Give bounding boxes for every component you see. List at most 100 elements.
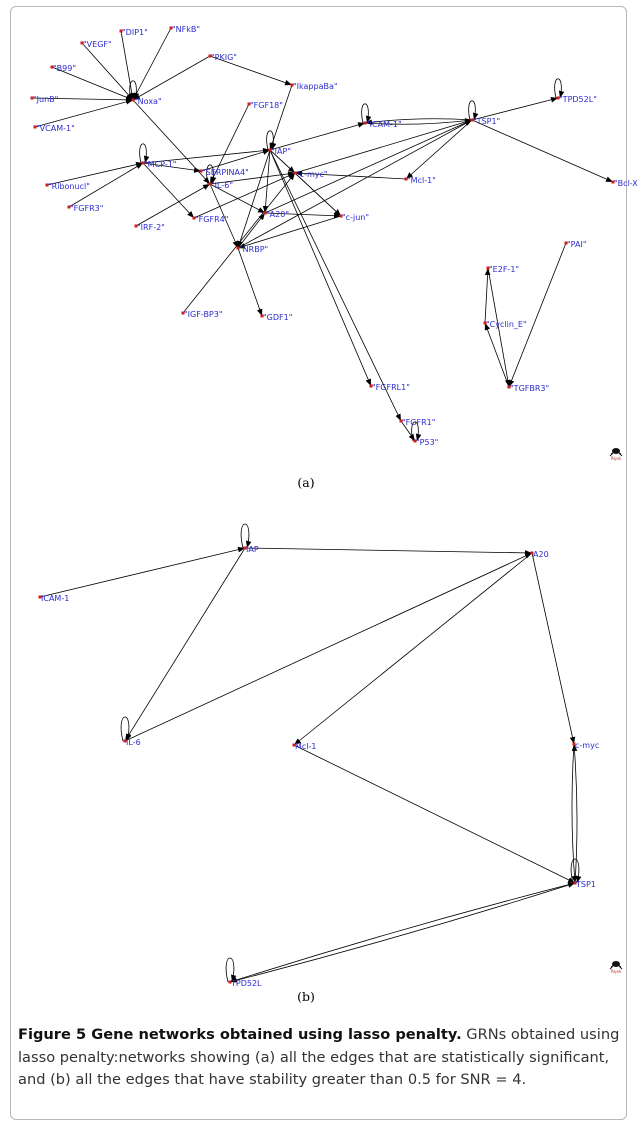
a-node-label: "GDF1" [263,313,292,322]
a-edge-iap-fgfr1 [269,149,402,422]
a-edge-nrbp-a20 [237,212,266,249]
a-node-e2f1: "E2F-1" [486,265,519,274]
b-node-label: IL-6 [126,738,141,747]
a-edge-cjun-nrbp [237,215,342,249]
caption-title: Figure 5 Gene networks obtained using la… [18,1026,462,1043]
pajek-logo-b: Pajek [609,961,623,974]
a-edge-cycline-e2f1 [484,267,491,324]
a-node-cycline: "Cyclin_E" [483,320,527,329]
a-node-iap: "IAP" [268,147,291,156]
b-edge-iap-il6 [124,547,246,742]
network-figure: "NFkB""DIP1""VEGF""B99""PKIG""JunB""Noxa… [30,25,637,1004]
a-node-vegf: "VEGF" [80,40,112,49]
a-node-marker [45,183,49,187]
a-edge-irf2-il6 [135,183,211,227]
b-node-marker [243,546,247,550]
a-node-label: "P53" [416,438,438,447]
a-node-marker [263,211,267,215]
a-node-label: "TSP1" [473,117,500,126]
a-node-marker [399,419,403,423]
a-node-fgfr3: "FGFR3" [67,204,103,213]
a-node-label: "Mcl-1" [407,176,436,185]
a-self-loop-iap [266,130,277,151]
a-node-marker [33,125,37,129]
a-edge-mcp1-serpina4 [142,162,202,173]
b-node-marker [573,881,577,885]
a-edge-e2f1-tgfbr3 [487,267,511,388]
a-node-marker [611,180,615,184]
a-edge-vegf-noxa [81,42,134,101]
a-node-marker [119,29,123,33]
b-node-label: TSP1 [575,880,596,889]
a-edge-tsp1-bclxl [471,119,614,183]
a-node-marker [131,98,135,102]
a-node-fgfr1: "FGFR1" [399,418,435,427]
a-edge-tgfbr3-cycline [484,322,510,388]
a-node-label: "IAP" [271,147,291,156]
a-node-fgf18: "FGF18" [247,101,283,110]
a-node-label: "MCP-1" [144,160,176,169]
b-node-il6: IL-6 [123,738,141,747]
b-edge-il6-a20 [124,552,533,742]
a-node-label: "Noxa" [134,97,162,106]
b-node-label: TPD52L [230,979,262,988]
a-edge-fgfr3-mcp1 [68,162,144,208]
a-node-marker [247,102,251,106]
a-node-a20: "A20" [263,210,289,219]
a-node-irf2: "IRF-2" [134,223,165,232]
a-node-label: "B99" [53,64,76,73]
a-node-marker [486,266,490,270]
a-node-cmyc: "c-myc" [293,170,328,179]
a-node-b99: "B99" [50,64,76,73]
a-node-label: "JunB" [33,95,58,104]
a-node-mcp1: "MCP-1" [141,160,176,169]
a-node-tpd52l: "TPD52L" [556,95,597,104]
a-node-marker [141,161,145,165]
a-node-fgfrl1: "FGFRL1" [369,383,410,392]
a-self-loop-il6 [206,164,217,185]
a-edge-iap-fgfrl1 [269,149,372,387]
b-edge-a20-cmyc [531,552,576,745]
svg-text:Pajek: Pajek [611,969,622,974]
a-node-marker [564,241,568,245]
b-edge-cmyc-tsp1 [571,743,578,884]
a-node-label: "Ribonucl" [48,182,90,191]
network-panel-a: "NFkB""DIP1""VEGF""B99""PKIG""JunB""Noxa… [30,25,637,447]
b-edge-a20-mcl1 [293,552,533,746]
b-node-icam1: ICAM-1 [38,594,69,603]
a-self-loop-tsp1 [468,100,479,121]
panel-b-label: (b) [297,989,315,1004]
a-edge-tsp1-mcl1 [405,119,473,180]
a-edge-iap-icam1 [269,122,366,151]
b-edge-tsp1-tpd52l [229,882,576,983]
a-node-marker [413,439,417,443]
a-node-marker [369,384,373,388]
b-node-marker [228,980,232,984]
a-node-marker [507,385,511,389]
a-node-p53: "P53" [413,438,438,447]
a-edge-pkig-noxa [132,55,211,101]
a-node-pai: "PAI" [564,240,587,249]
a-self-loop-noxa [129,80,140,101]
a-node-nrbp: "NRBP" [236,245,268,254]
a-node-label: "FGFRL1" [372,383,410,392]
a-edge-icam1-tsp1 [364,118,473,125]
a-node-vcam1: "VCAM-1" [33,124,75,133]
b-self-loop-iap [240,523,252,549]
b-node-label: Mcl-1 [295,742,317,751]
a-node-label: "FGFR1" [402,418,435,427]
b-edge-mcl1-tsp1 [293,744,576,884]
b-node-iap: IAP [243,545,259,554]
a-node-label: "Cyclin_E" [486,320,527,329]
a-node-label: "FGF18" [250,101,283,110]
a-node-il6: "IL-6" [208,181,233,190]
a-node-marker [169,26,173,30]
b-node-cmyc: c-myc [572,741,599,750]
a-node-bclxl: "Bcl-XL" [611,179,637,188]
b-node-marker [572,742,576,746]
a-node-marker [134,224,138,228]
a-edge-ribonucl-mcp1 [46,161,144,186]
a-edge-noxa-il6 [132,99,211,185]
a-edge-nfkb-noxa [132,27,172,101]
a-node-junb: "JunB" [30,95,58,104]
